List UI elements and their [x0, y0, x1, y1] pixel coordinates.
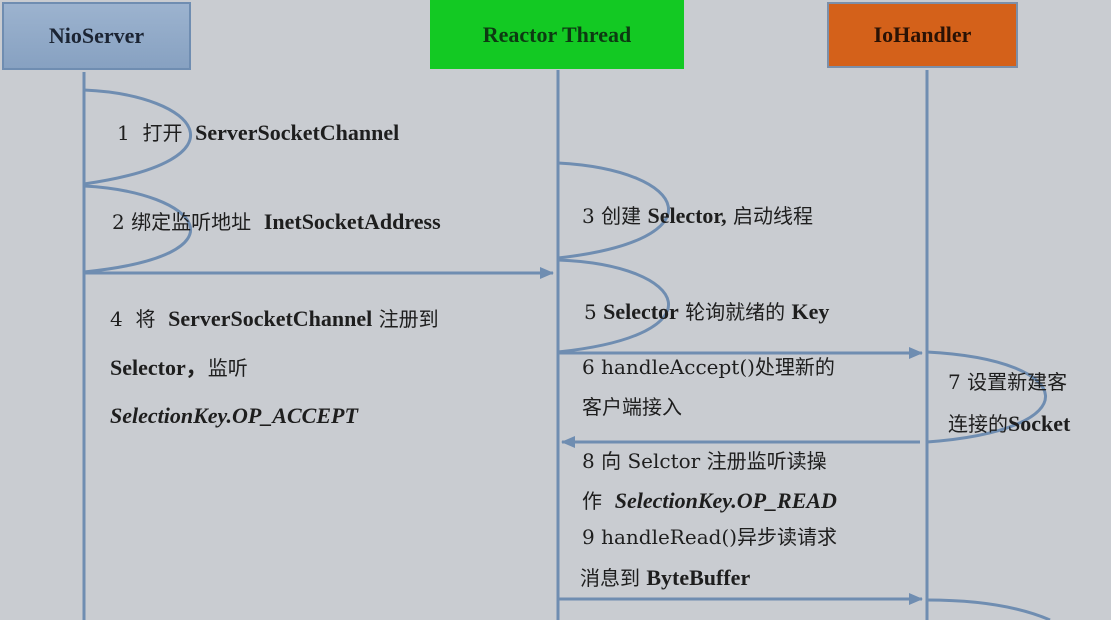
- self-loop-3: [557, 161, 670, 260]
- self-loop-2: [83, 184, 193, 274]
- step-7-label-line2: 连接的Socket: [948, 411, 1071, 436]
- step-1-label: 1 打开 ServerSocketChannel: [117, 120, 400, 145]
- step-4-label-line1: 4 将 ServerSocketChannel 注册到: [110, 306, 439, 331]
- actor-iohandler: IoHandler: [827, 2, 1018, 68]
- actor-label: IoHandler: [873, 22, 972, 47]
- self-loop-1: [83, 88, 193, 186]
- actor-nioserver: NioServer: [2, 2, 191, 70]
- step-4-label-line2: Selector，监听: [110, 355, 248, 380]
- self-loop-7: [926, 350, 1047, 444]
- step-5-label: 5 Selector 轮询就绪的 Key: [584, 299, 830, 324]
- step-6-label-line2: 客户端接入: [582, 395, 682, 419]
- step-7-label-line1: 7 设置新建客: [948, 370, 1068, 394]
- step-9-label-line2: 消息到 ByteBuffer: [580, 565, 751, 590]
- actor-reactor-thread: Reactor Thread: [430, 0, 684, 69]
- actor-label: NioServer: [48, 23, 145, 48]
- self-loop-bottom: [926, 598, 1051, 620]
- step-2-label: 2 绑定监听地址 InetSocketAddress: [112, 209, 441, 234]
- step-9-label-line1: 9 handleRead()异步读请求: [582, 525, 838, 549]
- step-6-label-line1: 6 handleAccept()处理新的: [582, 355, 835, 379]
- step-8-label-line2: 作 SelectionKey.OP_READ: [582, 488, 837, 513]
- step-8-label-line1: 8 向 Selctor 注册监听读操: [582, 449, 827, 473]
- self-loop-5: [557, 258, 670, 354]
- step-4-label-line3: SelectionKey.OP_ACCEPT: [110, 403, 358, 428]
- actor-label: Reactor Thread: [482, 21, 632, 47]
- step-3-label: 3 创建 Selector, 启动线程: [582, 203, 814, 228]
